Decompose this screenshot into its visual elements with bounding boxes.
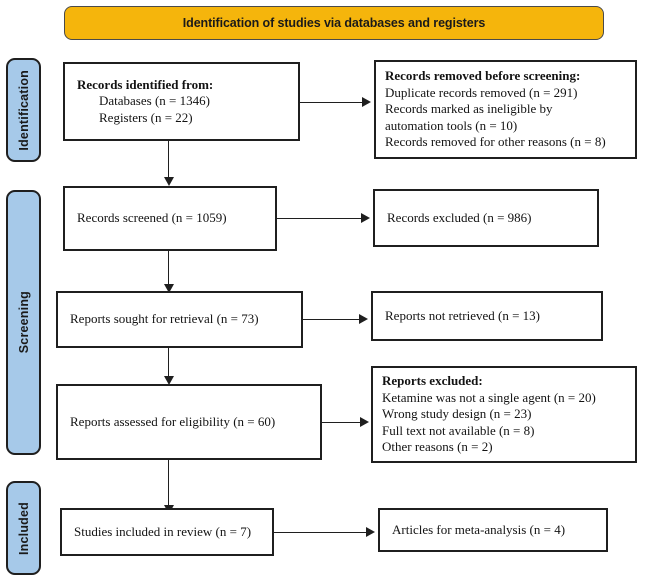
arrowhead-screened-to-excluded [361,213,370,223]
diagram-header-banner: Identification of studies via databases … [64,6,604,40]
records-removed-ineligible: Records marked as ineligible by [385,101,553,117]
reports-assessed-text: Reports assessed for eligibility (n = 60… [70,413,276,429]
box-reports-excluded: Reports excluded: Ketamine was not a sin… [371,366,637,463]
stage-label-included: Included [6,481,41,575]
connector-identified-to-removed [300,102,362,103]
reports-excluded-fulltext: Full text not available (n = 8) [382,422,535,438]
connector-assessed-to-included [168,460,169,505]
connector-included-to-meta [274,532,366,533]
connector-sought-to-assessed [168,348,169,376]
connector-screened-to-excluded [277,218,361,219]
records-identified-registers: Registers (n = 22) [99,109,193,125]
reports-excluded-other: Other reasons (n = 2) [382,439,493,455]
studies-included-text: Studies included in review (n = 7) [74,523,252,539]
connector-screened-to-sought [168,251,169,284]
records-identified-databases: Databases (n = 1346) [99,93,210,109]
reports-sought-text: Reports sought for retrieval (n = 73) [70,311,259,327]
box-reports-not-retrieved: Reports not retrieved (n = 13) [371,291,603,341]
arrowhead-assessed-to-excluded [360,417,369,427]
connector-assessed-to-excluded [322,422,360,423]
stage-label-identification-text: Identification [16,69,31,151]
arrowhead-screened-to-sought [164,284,174,293]
box-records-identified: Records identified from: Databases (n = … [63,62,300,141]
diagram-title: Identification of studies via databases … [182,16,486,30]
reports-not-retrieved-text: Reports not retrieved (n = 13) [385,307,540,323]
records-removed-heading: Records removed before screening: [385,68,581,84]
arrowhead-identified-to-removed [362,97,371,107]
box-records-removed: Records removed before screening: Duplic… [374,60,637,159]
arrowhead-included-to-meta [366,527,375,537]
stage-label-screening: Screening [6,190,41,455]
stage-label-included-text: Included [16,501,31,555]
box-reports-assessed: Reports assessed for eligibility (n = 60… [56,384,322,460]
box-reports-sought: Reports sought for retrieval (n = 73) [56,291,303,348]
reports-excluded-heading: Reports excluded: [382,373,483,389]
records-removed-automation: automation tools (n = 10) [385,117,518,133]
arrowhead-identified-to-screened [164,177,174,186]
reports-excluded-design: Wrong study design (n = 23) [382,406,532,422]
connector-identified-to-screened [168,141,169,177]
box-articles-meta-analysis: Articles for meta-analysis (n = 4) [378,508,608,552]
records-removed-other: Records removed for other reasons (n = 8… [385,134,606,150]
stage-label-identification: Identification [6,58,41,162]
records-removed-duplicates: Duplicate records removed (n = 291) [385,84,578,100]
connector-sought-to-not-retrieved [303,319,359,320]
arrowhead-sought-to-not-retrieved [359,314,368,324]
arrowhead-sought-to-assessed [164,376,174,385]
records-identified-heading: Records identified from: [77,76,214,92]
records-excluded-text: Records excluded (n = 986) [387,209,532,225]
box-studies-included: Studies included in review (n = 7) [60,508,274,556]
reports-excluded-ketamine: Ketamine was not a single agent (n = 20) [382,389,596,405]
records-screened-text: Records screened (n = 1059) [77,210,227,226]
box-records-screened: Records screened (n = 1059) [63,186,277,251]
articles-meta-analysis-text: Articles for meta-analysis (n = 4) [392,521,566,537]
stage-label-screening-text: Screening [16,291,31,354]
box-records-excluded: Records excluded (n = 986) [373,189,599,247]
